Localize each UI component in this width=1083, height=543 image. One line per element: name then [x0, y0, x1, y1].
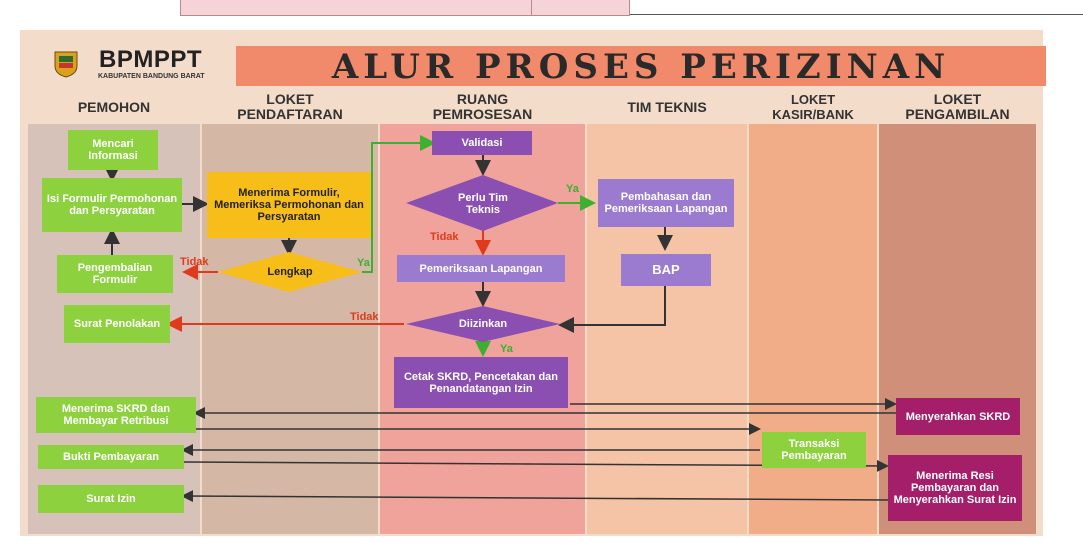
title-bar: ALUR PROSES PERIZINAN — [236, 46, 1046, 87]
top-divider-line — [630, 14, 1083, 15]
node-validasi: Validasi — [432, 131, 532, 155]
arrow-lengkap-ya — [362, 135, 436, 273]
arrow-resi-izin — [181, 490, 889, 503]
regency-logo-icon — [53, 50, 79, 78]
decision-perlu-tim-label: Perlu Tim Teknis — [458, 192, 508, 216]
column-header-loket-pengambilan: LOKET PENGAMBILAN — [905, 91, 1010, 122]
top-table-strip — [180, 0, 630, 16]
arrow-bap-diizinkan — [558, 286, 666, 333]
poster-title: ALUR PROSES PERIZINAN — [331, 47, 951, 87]
brand-subtitle: KABUPATEN BANDUNG BARAT — [98, 73, 205, 80]
node-surat-izin: Surat Izin — [38, 485, 184, 513]
node-bap: BAP — [621, 254, 711, 286]
label-ya-lengkap: Ya — [357, 257, 370, 269]
label-tidak-diizinkan: Tidak — [350, 311, 379, 323]
node-transaksi-pembayaran: Transaksi Pembayaran — [762, 432, 866, 468]
decision-lengkap-shape — [218, 252, 362, 292]
label-tidak-lengkap: Tidak — [180, 256, 209, 268]
node-isi-formulir: Isi Formulir Permohonan dan Persyaratan — [42, 178, 182, 232]
brand-name: BPMPPT — [99, 46, 203, 73]
node-menerima-resi: Menerima Resi Pembayaran dan Menyerahkan… — [888, 455, 1022, 521]
node-menerima-skrd: Menerima SKRD dan Membayar Retribusi — [36, 397, 196, 433]
column-header-tim-teknis: TIM TEKNIS — [627, 98, 707, 115]
node-cetak-skrd: Cetak SKRD, Pencetakan dan Penandatangan… — [394, 357, 568, 408]
decision-lengkap-label: Lengkap — [267, 266, 313, 278]
node-menerima-formulir: Menerima Formulir, Memeriksa Permohonan … — [207, 172, 371, 238]
node-pengembalian-formulir: Pengembalian Formulir — [57, 255, 173, 293]
column-header-pemohon: PEMOHON — [77, 98, 151, 115]
column-header-loket-kasir: LOKET KASIR/BANK — [772, 92, 854, 122]
column-header-loket-pendaftaran: LOKET PENDAFTARAN — [237, 91, 343, 122]
decision-diizinkan-shape — [406, 306, 560, 342]
label-tidak-tim: Tidak — [430, 231, 459, 243]
node-bukti-pembayaran: Bukti Pembayaran — [38, 445, 184, 469]
decision-perlu-tim-shape — [406, 175, 558, 231]
column-header-ruang-pemrosesan: RUANG PEMROSESAN — [432, 91, 533, 122]
label-ya-tim: Ya — [566, 183, 579, 195]
decision-diizinkan-label: Diizinkan — [458, 318, 508, 330]
node-pembahasan: Pembahasan dan Pemeriksaan Lapangan — [598, 179, 734, 227]
node-mencari-informasi: Mencari Informasi — [68, 130, 158, 170]
node-pemeriksaan-lapangan: Pemeriksaan Lapangan — [397, 255, 565, 282]
node-surat-penolakan: Surat Penolakan — [64, 305, 170, 343]
label-ya-diizinkan: Ya — [500, 343, 513, 355]
node-menyerahkan-skrd: Menyerahkan SKRD — [896, 398, 1020, 435]
poster-header: BPMPPT KABUPATEN BANDUNG BARAT ALUR PROS… — [28, 42, 1046, 87]
